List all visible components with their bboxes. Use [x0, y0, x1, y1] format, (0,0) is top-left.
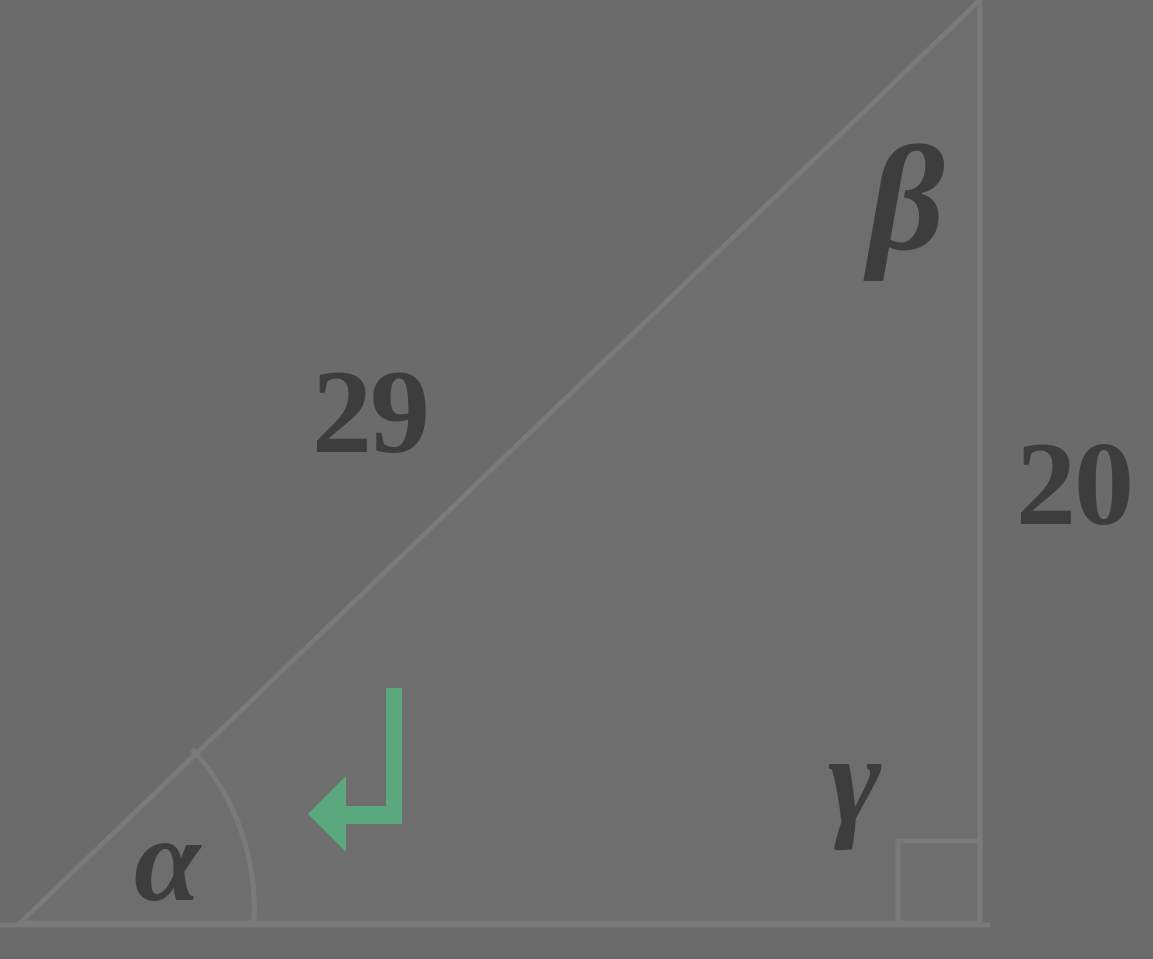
return-arrow-icon[interactable]: [304, 684, 408, 856]
hypotenuse-length-label: 29: [312, 345, 430, 478]
return-arrow-shape: [308, 688, 402, 852]
angle-arc-alpha: [190, 747, 257, 922]
angle-label-beta: β: [868, 116, 945, 282]
angle-label-gamma: γ: [828, 709, 882, 851]
right-angle-marker: [895, 838, 978, 921]
angle-label-alpha: α: [134, 793, 201, 926]
vertical-side-length-label: 20: [1016, 417, 1134, 550]
